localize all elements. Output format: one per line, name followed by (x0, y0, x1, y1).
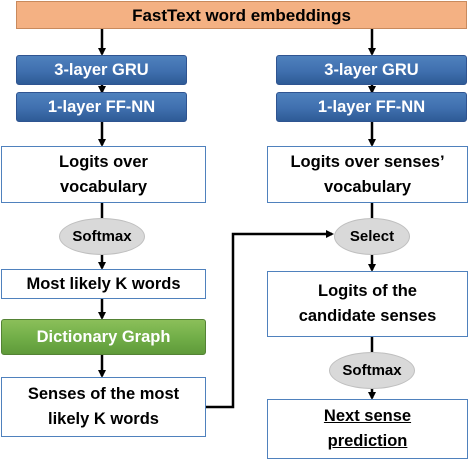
most-likely-box: Most likely K words (1, 269, 206, 299)
select-label: Select (349, 228, 395, 245)
dictionary-graph-box: Dictionary Graph (1, 319, 206, 355)
right-logits-box: Logits over senses’ vocabulary (267, 146, 468, 203)
right-softmax-oval: Softmax (329, 352, 415, 389)
right-ffnn-box: 1-layer FF-NN (276, 92, 467, 122)
left-logits-line2: vocabulary (59, 177, 148, 196)
right-ffnn-label: 1-layer FF-NN (317, 97, 426, 116)
left-gru-label: 3-layer GRU (54, 60, 149, 79)
right-softmax-label: Softmax (342, 362, 402, 379)
arrow-senses-to-select (206, 230, 334, 409)
left-ffnn-label: 1-layer FF-NN (47, 97, 156, 116)
left-logits-line1: Logits over (59, 152, 148, 171)
next-sense-line1: Next sense (323, 407, 412, 425)
right-logits-line1: Logits over senses’ (290, 152, 445, 171)
most-likely-label: Most likely K words (26, 274, 181, 293)
dictionary-graph-label: Dictionary Graph (36, 327, 171, 346)
senses-line1: Senses of the most (27, 385, 180, 403)
left-softmax-oval: Softmax (59, 218, 145, 255)
next-sense-line2: prediction (327, 432, 408, 450)
candidate-line1: Logits of the (318, 282, 417, 300)
candidate-line2: candidate senses (298, 307, 437, 325)
right-logits-line2: vocabulary (323, 177, 412, 196)
left-logits-box: Logits over vocabulary (1, 146, 206, 203)
header-embeddings-box: FastText word embeddings (16, 1, 467, 29)
left-gru-box: 3-layer GRU (16, 55, 187, 85)
header-title: FastText word embeddings (132, 5, 351, 25)
left-softmax-label: Softmax (72, 228, 132, 245)
next-sense-box: Next sense prediction (267, 399, 468, 459)
senses-box: Senses of the most likely K words (1, 377, 206, 437)
right-gru-label: 3-layer GRU (324, 60, 419, 79)
senses-line2: likely K words (48, 410, 159, 428)
left-ffnn-box: 1-layer FF-NN (16, 92, 187, 122)
candidate-senses-box: Logits of the candidate senses (267, 271, 468, 337)
right-gru-box: 3-layer GRU (276, 55, 467, 85)
select-oval: Select (334, 218, 410, 255)
